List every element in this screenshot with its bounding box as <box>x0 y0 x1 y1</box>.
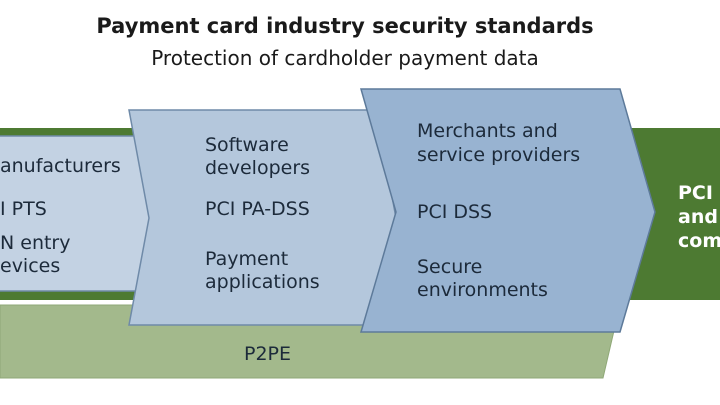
software-standard: PCI PA-DSS <box>205 198 310 220</box>
green-panel-line2: and <box>678 206 718 228</box>
green-panel-line3: com <box>678 230 720 252</box>
merchants-heading-line1: Merchants and <box>417 120 558 142</box>
diagram-title: Payment card industry security standards <box>96 14 594 38</box>
merchants-heading-line2: service providers <box>417 144 581 166</box>
merchants-standard: PCI DSS <box>417 201 493 223</box>
manufacturers-product-line1: N entry <box>0 232 71 254</box>
software-product-line2: applications <box>205 271 320 293</box>
software-product-line1: Payment <box>205 248 289 270</box>
green-panel-line1: PCI s <box>678 182 720 204</box>
diagram-subtitle: Protection of cardholder payment data <box>151 46 539 70</box>
chevron-merchants <box>360 88 656 333</box>
manufacturers-product-line2: evices <box>0 255 61 277</box>
merchants-product-line1: Secure <box>417 256 483 278</box>
merchants-product-line2: environments <box>417 279 548 301</box>
software-heading-line1: Software <box>205 134 289 156</box>
p2pe-label: P2PE <box>244 343 292 365</box>
manufacturers-heading: anufacturers <box>0 155 121 177</box>
manufacturers-standard: I PTS <box>0 198 47 220</box>
software-heading-line2: developers <box>205 157 311 179</box>
